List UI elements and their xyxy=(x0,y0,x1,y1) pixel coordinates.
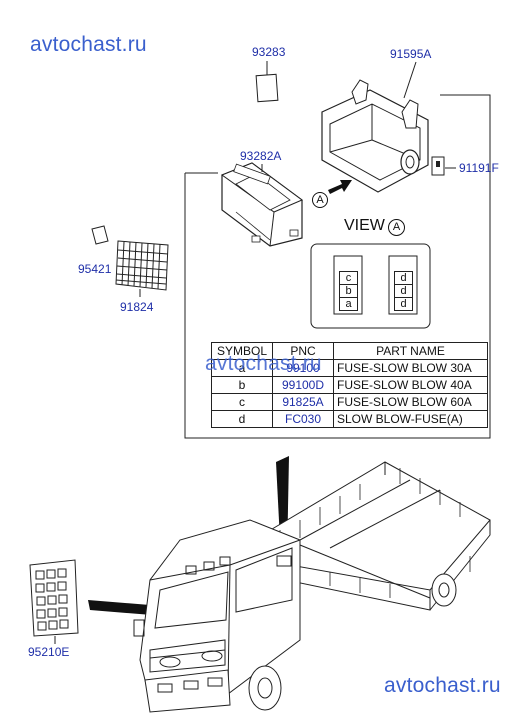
watermark-middle: avtochast.ru xyxy=(205,352,322,375)
watermark-bottom: avtochast.ru xyxy=(384,674,501,697)
view-title: VIEW xyxy=(344,217,385,234)
view-marker: A xyxy=(388,219,405,236)
header-part-name: PART NAME xyxy=(333,342,488,360)
pointer-dash xyxy=(88,600,152,615)
row-part-name: FUSE-SLOW BLOW 30A xyxy=(333,359,488,377)
view-fuse-left-2: b xyxy=(339,284,358,298)
view-fuse-left-3: a xyxy=(339,297,358,311)
table-row: c 91825A FUSE-SLOW BLOW 60A xyxy=(211,393,488,411)
upper-cover-91595A xyxy=(321,61,429,193)
part-number-93282A: 93282A xyxy=(240,149,282,163)
row-part-name: SLOW BLOW-FUSE(A) xyxy=(333,410,488,428)
part-number-91191F: 91191F xyxy=(459,161,499,175)
part-number-91595A: 91595A xyxy=(390,47,432,61)
row-pnc: FC030 xyxy=(272,410,334,428)
view-fuse-right-2: d xyxy=(394,284,413,298)
grid-label-91824 xyxy=(115,240,169,297)
clip-91191F xyxy=(431,156,456,176)
arrow-marker-a: A xyxy=(312,192,328,208)
part-number-95421: 95421 xyxy=(78,262,112,276)
parts-table: SYMBOL PNC PART NAME a 99100 FUSE-SLOW B… xyxy=(211,342,488,428)
grid-label-95210E xyxy=(29,559,79,644)
row-pnc: 91825A xyxy=(272,393,334,411)
direction-arrow xyxy=(328,180,352,194)
view-fuse-right-3: d xyxy=(394,297,413,311)
fuse-box-93282A xyxy=(220,162,303,247)
view-fuse-right-1: d xyxy=(394,271,413,285)
label-93283-shape xyxy=(255,73,279,103)
row-part-name: FUSE-SLOW BLOW 60A xyxy=(333,393,488,411)
assembly-boundary xyxy=(184,94,491,439)
row-pnc: 99100D xyxy=(272,376,334,394)
row-symbol: c xyxy=(211,393,273,411)
row-part-name: FUSE-SLOW BLOW 40A xyxy=(333,376,488,394)
part-number-91824: 91824 xyxy=(120,300,154,314)
row-symbol: b xyxy=(211,376,273,394)
view-fuse-left-1: c xyxy=(339,271,358,285)
watermark-top: avtochast.ru xyxy=(30,33,147,56)
label-95421-shape xyxy=(91,225,109,245)
table-row: b 99100D FUSE-SLOW BLOW 40A xyxy=(211,376,488,394)
part-number-93283: 93283 xyxy=(252,45,286,59)
part-number-95210E: 95210E xyxy=(28,645,70,659)
table-row: d FC030 SLOW BLOW-FUSE(A) xyxy=(211,410,488,428)
truck-illustration xyxy=(133,461,491,713)
row-symbol: d xyxy=(211,410,273,428)
